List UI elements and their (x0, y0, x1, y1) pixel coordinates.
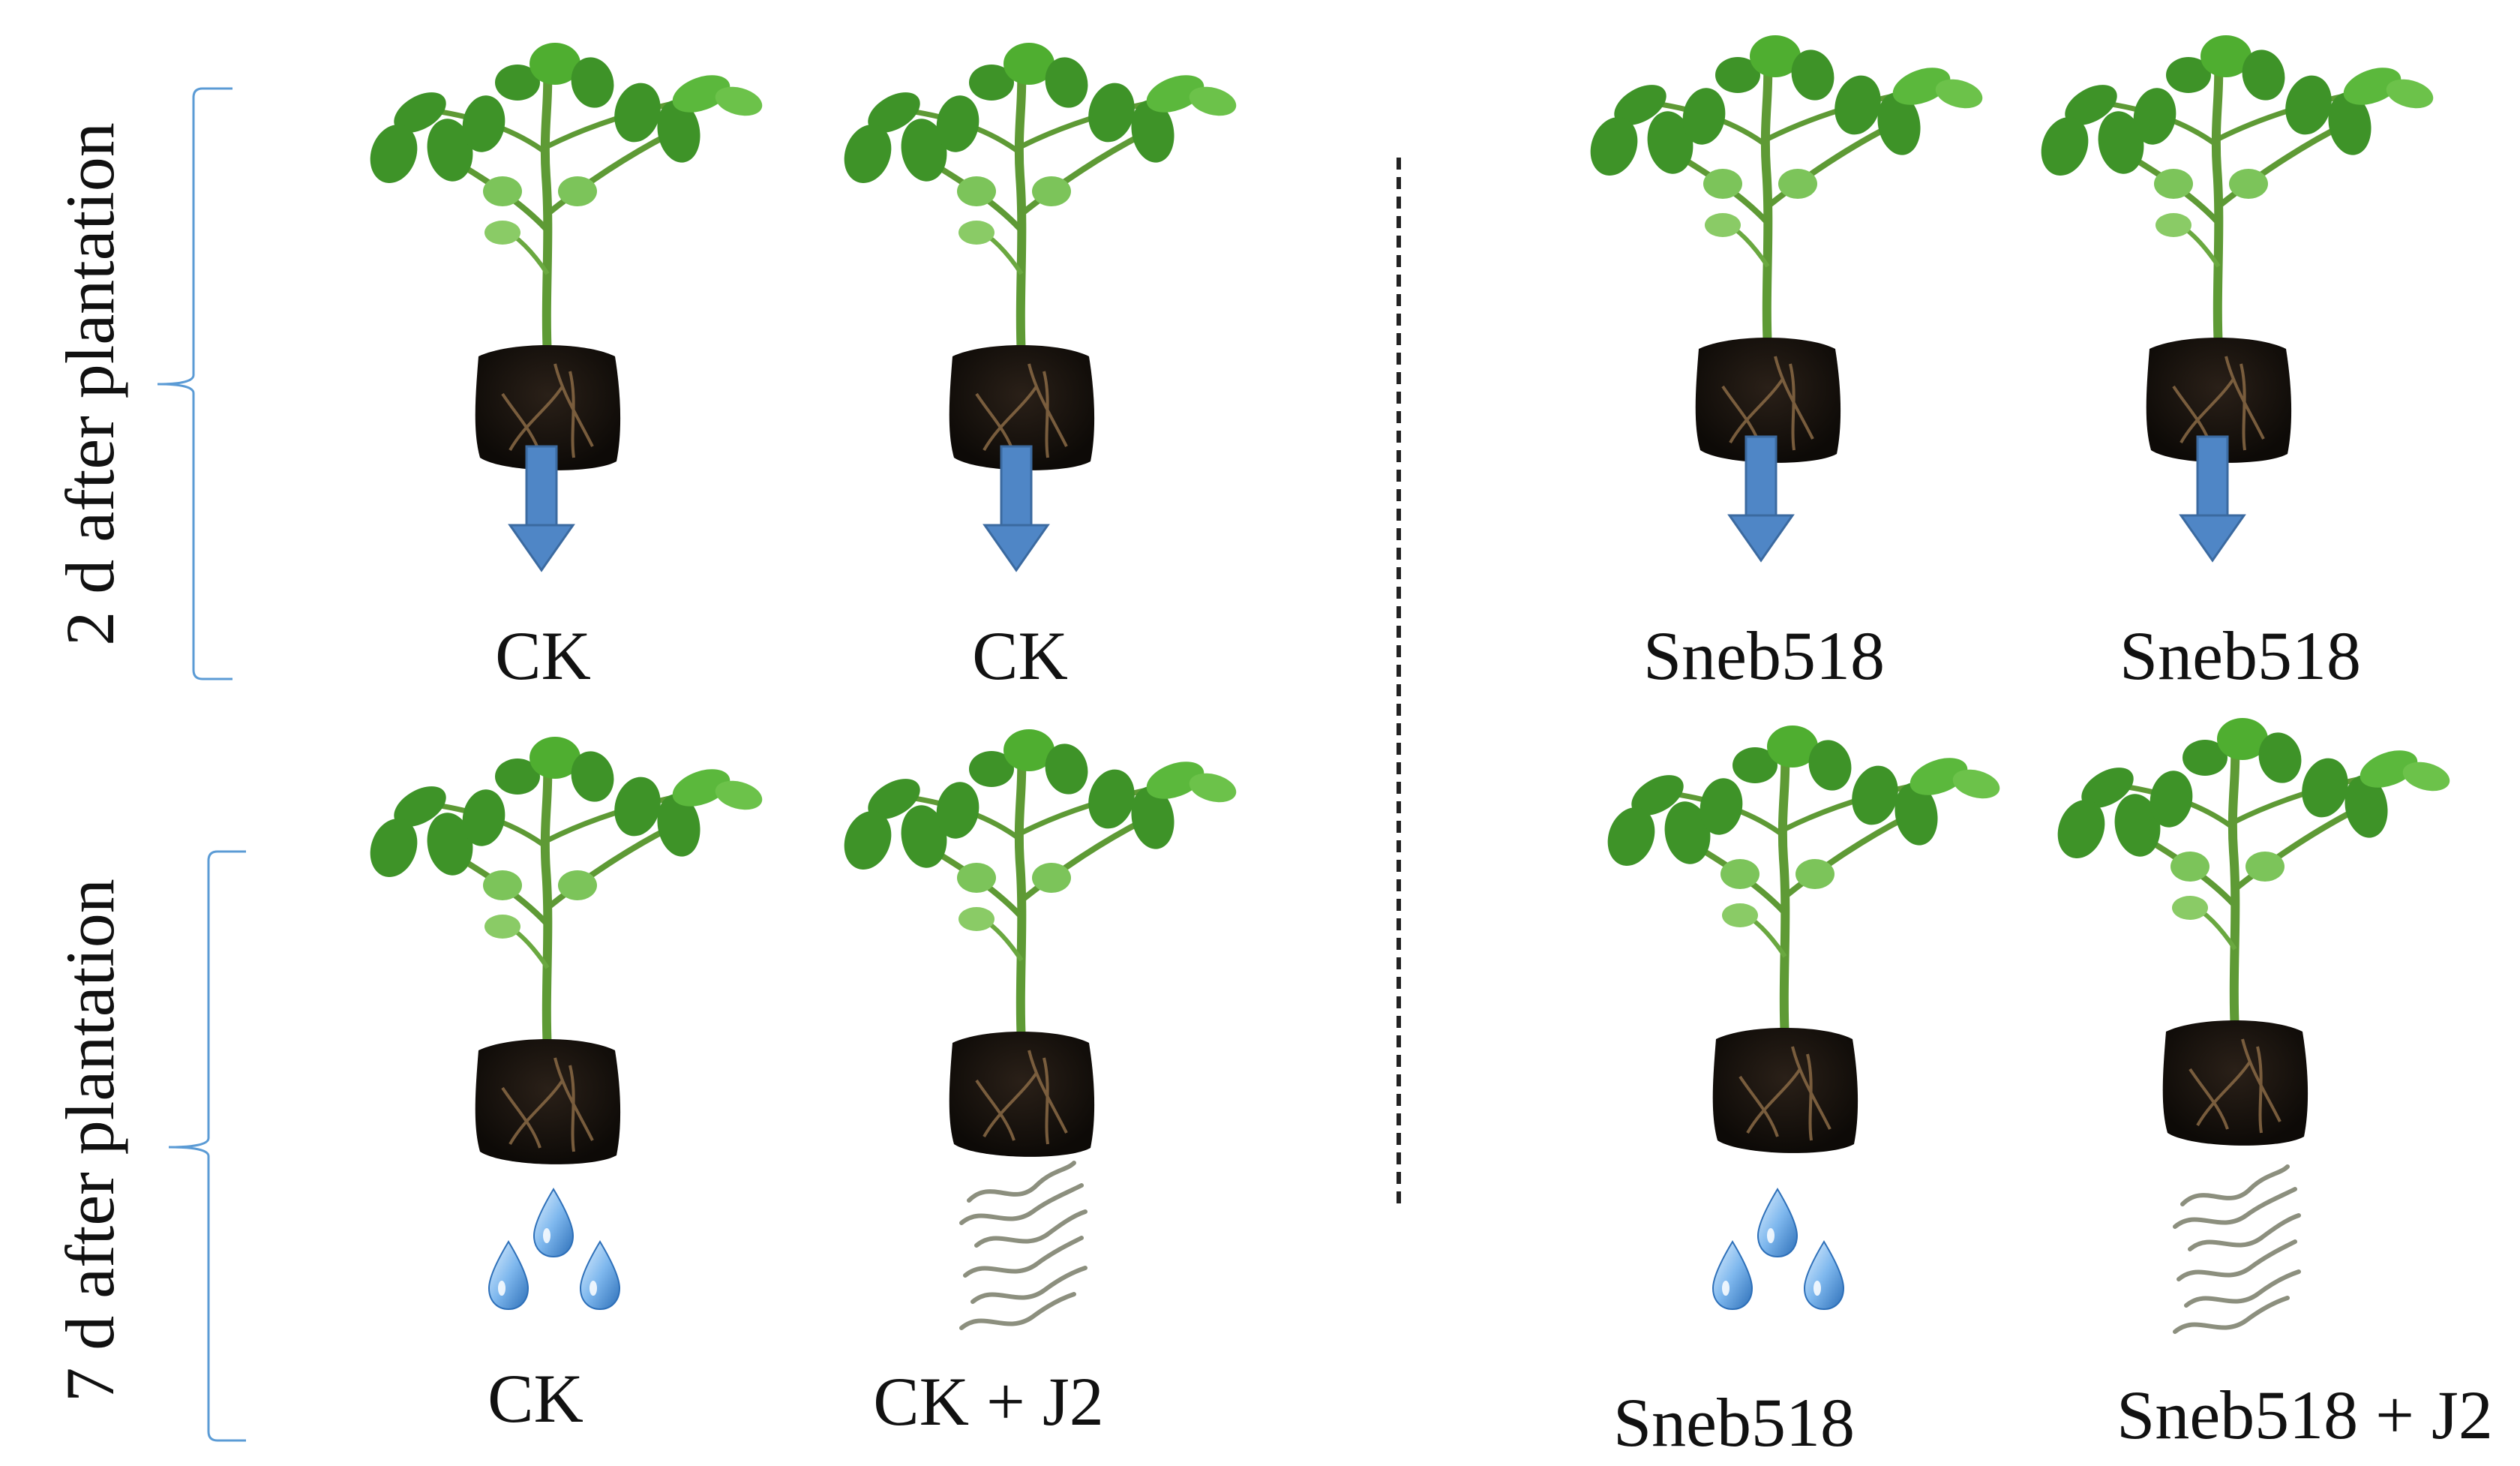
plant-ck-bottom-1 (362, 737, 765, 1164)
row-title-7d: 7 d after plantation (52, 879, 128, 1402)
label-ck-j2: CK + J2 (873, 1363, 1104, 1440)
nematodes-icon (962, 1163, 1085, 1328)
plant-sneb-bottom-1 (1600, 725, 2002, 1153)
label-sneb-j2: Sneb518 + J2 (2116, 1377, 2493, 1453)
label-ck-bottom-1: CK (488, 1360, 584, 1437)
plant-sneb-bottom-2 (2050, 718, 2452, 1146)
label-sneb-top-2: Sneb518 (2120, 617, 2361, 694)
water-drops-icon (1712, 1188, 1844, 1310)
row-title-2d: 2 d after plantation (52, 122, 128, 646)
plant-ck-bottom-2 (836, 729, 1239, 1157)
label-ck-top-2: CK (972, 617, 1068, 694)
label-sneb-top-1: Sneb518 (1643, 617, 1885, 694)
label-sneb-bottom-1: Sneb518 (1613, 1384, 1855, 1461)
water-drops-icon (488, 1188, 620, 1310)
nematodes-icon (2175, 1167, 2299, 1332)
label-ck-top-1: CK (495, 617, 591, 694)
top-row-bracket (157, 87, 232, 680)
plant-ck-top-2 (836, 43, 1239, 470)
bottom-row-bracket (168, 850, 246, 1442)
plant-sneb-top-1 (1582, 35, 1985, 463)
plant-sneb-top-2 (2033, 35, 2436, 463)
plant-ck-top-1 (362, 43, 765, 470)
